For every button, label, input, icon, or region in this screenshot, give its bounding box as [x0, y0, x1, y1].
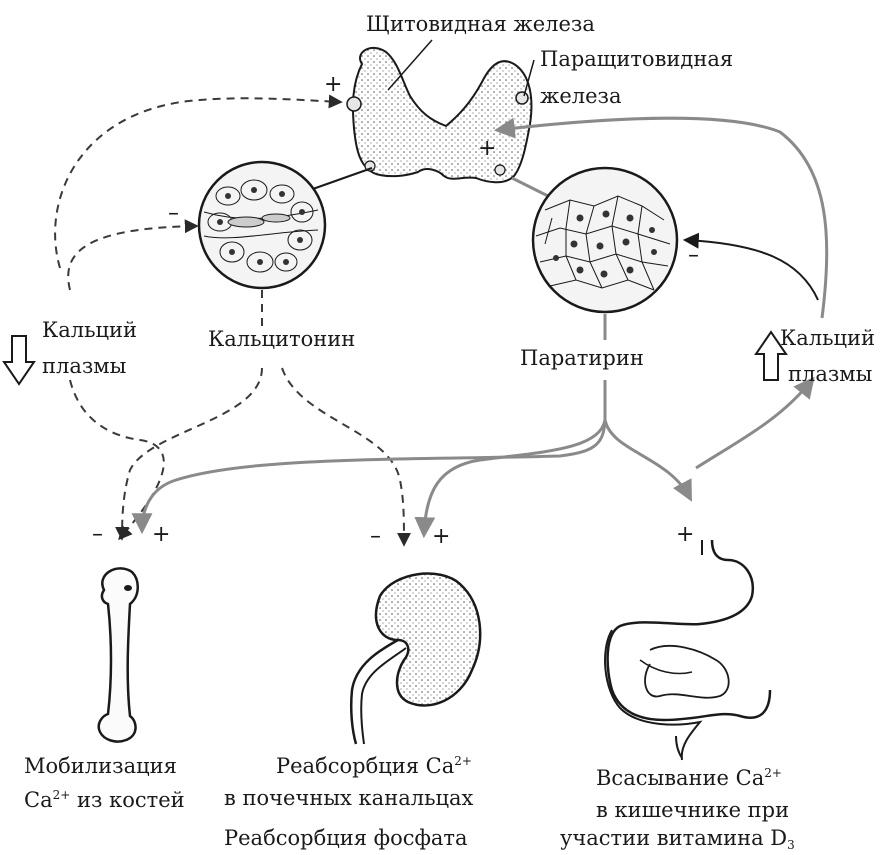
- thyroid-label: Щитовидная железа: [366, 12, 595, 37]
- bone-minus-sign: –: [92, 524, 103, 546]
- kidney-plus-sign: +: [432, 526, 450, 548]
- bone-illustration: [99, 568, 138, 741]
- plasma-ca-left-line2: плазмы: [42, 354, 126, 379]
- kidney-caption-line1: Реабсорбция Ca2+: [276, 754, 472, 779]
- parathyroid-cells-magnified: [533, 168, 677, 312]
- down-arrow-icon: [4, 336, 34, 384]
- bone-caption-line1: Мобилизация: [24, 754, 177, 779]
- calcitonin-label: Кальцитонин: [208, 327, 355, 352]
- plasma-ca-right-line2: плазмы: [788, 362, 872, 387]
- parathyrin-cells-minus-sign: –: [688, 245, 699, 267]
- parathyroid-label-line1: Паращитовидная: [540, 47, 733, 72]
- plasma-ca-to-c-cells-dashed-arrow: [68, 226, 196, 290]
- intestine-illustration: [605, 540, 770, 760]
- plasma-ca-to-parathyroid-cells-arrow: [686, 240, 818, 300]
- calcitonin-to-kidney-dashed-arrow: [282, 368, 404, 544]
- parathyrin-label: Паратирин: [520, 346, 644, 371]
- plasma-ca-right-line1: Кальций: [780, 326, 875, 351]
- thyroid-plus-sign: +: [324, 74, 342, 96]
- intestine-to-plasma-ca-arrow: [696, 380, 812, 468]
- parathyroid-plus-sign: +: [478, 138, 496, 160]
- intestine-caption-line3: участии витамина D3: [560, 826, 795, 851]
- parathyrin-to-bone-arrow: [142, 380, 605, 530]
- bone-plus-sign: +: [152, 524, 170, 546]
- intestine-caption-line2: в кишечнике при: [596, 798, 789, 823]
- parathyrin-to-kidney-arrow: [424, 420, 605, 534]
- kidney-caption-line3: Реабсорбция фосфата: [224, 826, 468, 851]
- bone-caption-line2: Ca2+ из костей: [24, 788, 185, 813]
- calcitonin-cells-minus-sign: –: [168, 203, 179, 225]
- c-cells-magnified: [199, 162, 325, 288]
- parathyroid-label-line2: железа: [540, 84, 622, 109]
- intestine-caption-line1: Всасывание Ca2+: [596, 766, 782, 791]
- parathyroid-nodule-right: [516, 92, 528, 104]
- intestine-plus-sign: +: [676, 524, 694, 546]
- plasma-ca-to-bone-dashed-arrow: [70, 380, 164, 538]
- parathyroid-nodule-left: [347, 97, 361, 111]
- parathyrin-to-intestine-arrow: [605, 420, 690, 498]
- thyroid-gland: [347, 48, 531, 182]
- plasma-ca-left-line1: Кальций: [42, 318, 137, 343]
- kidney-illustration: [351, 574, 480, 744]
- kidney-caption-line2: в почечных канальцах: [224, 786, 473, 811]
- kidney-minus-sign: –: [370, 526, 381, 548]
